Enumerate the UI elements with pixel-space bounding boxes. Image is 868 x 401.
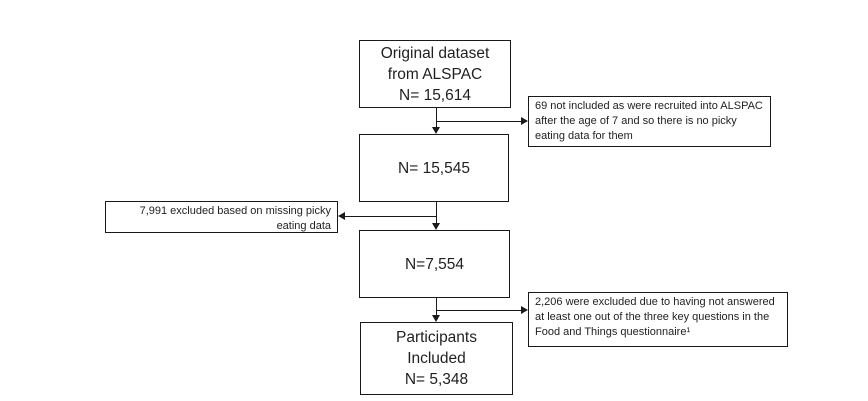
- flow-box-n-7554: N=7,554: [359, 230, 510, 298]
- flow-box-text-line: from ALSPAC: [387, 65, 483, 83]
- flow-box-text-line: N= 15,614: [399, 86, 471, 104]
- connector-branch-to-age-exclusion: [436, 121, 521, 122]
- exclusion-note-missing-picky-eating-data: 7,991 excluded based on missing picky ea…: [105, 201, 338, 233]
- arrow-down-to-box2: [432, 127, 440, 134]
- flow-box-n-15545: N= 15,545: [359, 134, 509, 202]
- arrow-left-to-picky-exclusion: [338, 212, 345, 220]
- exclusion-note-recruited-after-age-7: 69 not included as were recruited into A…: [528, 96, 771, 147]
- connector-box3-box4: [436, 298, 437, 316]
- connector-branch-to-picky-exclusion: [345, 216, 436, 217]
- arrow-down-to-box3: [432, 223, 440, 230]
- flow-box-text-line: N= 15,545: [398, 159, 470, 177]
- flow-box-text-line: Included: [407, 350, 466, 367]
- flow-box-text-line: Participants: [396, 329, 477, 346]
- flow-box-original-dataset: Original dataset from ALSPAC N= 15,614: [359, 40, 511, 108]
- flow-box-text-line: Original dataset: [380, 44, 490, 62]
- flow-box-text-line: N= 5,348: [404, 371, 469, 388]
- connector-box1-box2: [436, 108, 437, 128]
- flow-box-text-line: N=7,554: [404, 255, 465, 273]
- exclusion-note-questionnaire-not-answered: 2,206 were excluded due to having not an…: [528, 292, 788, 347]
- arrow-right-to-questionnaire-exclusion: [521, 306, 528, 314]
- arrow-right-to-age-exclusion: [521, 117, 528, 125]
- flow-box-participants-included: Participants Included N= 5,348: [360, 322, 513, 395]
- arrow-down-to-box4: [432, 315, 440, 322]
- connector-branch-to-questionnaire-exclusion: [436, 310, 521, 311]
- connector-box2-box3: [436, 202, 437, 224]
